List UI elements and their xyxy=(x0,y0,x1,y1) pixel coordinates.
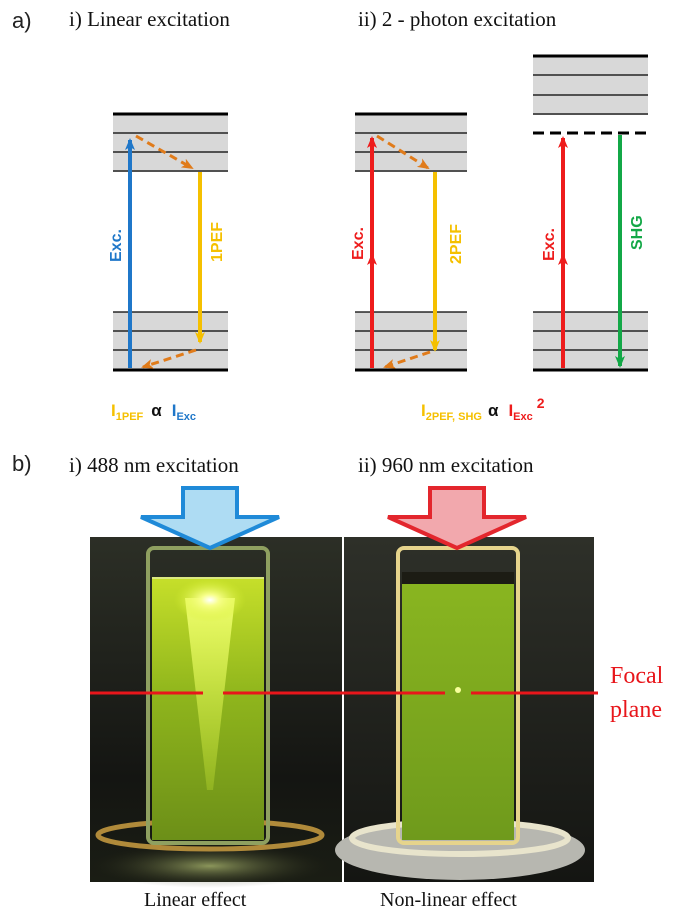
ground-state-band xyxy=(533,312,648,370)
label-shg: SHG xyxy=(629,215,646,250)
blue-excitation-block-arrow xyxy=(140,486,280,551)
fluorescent-liquid xyxy=(402,584,514,840)
caption-linear-effect: Linear effect xyxy=(144,889,247,911)
orange-relaxation-arrow-upper xyxy=(376,134,430,170)
red-excitation-block-arrow xyxy=(387,486,527,551)
focal-spot xyxy=(455,687,461,693)
photo-linear-cuvette xyxy=(90,537,342,888)
label-1pef: 1PEF xyxy=(209,222,226,262)
caption-nonlinear-effect: Non-linear effect xyxy=(380,889,517,911)
ground-state-band xyxy=(113,312,228,370)
fluorescence-beam-cone xyxy=(185,598,235,790)
upper-band xyxy=(533,56,648,115)
label-2pef: 2PEF xyxy=(448,224,465,264)
entry-glow xyxy=(174,578,246,622)
orange-relaxation-arrow-lower xyxy=(141,348,197,369)
orange-relaxation-arrow-lower xyxy=(383,350,431,369)
panel-a-letter: a) xyxy=(12,8,32,33)
jablonski-two-photon: Exc. 2PEF xyxy=(350,112,467,372)
orange-relaxation-arrow-upper xyxy=(135,134,194,170)
label-exc-linear: Exc. xyxy=(108,229,125,262)
heading-two-photon-excitation: ii) 2 - photon excitation xyxy=(358,7,557,31)
photo-nonlinear-cuvette xyxy=(335,537,594,882)
label-exc-two-photon: Exc. xyxy=(350,227,367,260)
jablonski-linear: Exc. 1PEF xyxy=(108,112,228,372)
heading-960nm: ii) 960 nm excitation xyxy=(358,453,534,477)
panel-b-letter: b) xyxy=(12,451,32,476)
focal-plane-label-line2: plane xyxy=(610,697,662,723)
label-exc-shg: Exc. xyxy=(541,228,558,261)
jablonski-shg: Exc. SHG xyxy=(533,54,648,372)
heading-488nm: i) 488 nm excitation xyxy=(69,453,239,477)
focal-plane-label-line1: Focal xyxy=(610,663,664,689)
heading-linear-excitation: i) Linear excitation xyxy=(69,7,230,31)
